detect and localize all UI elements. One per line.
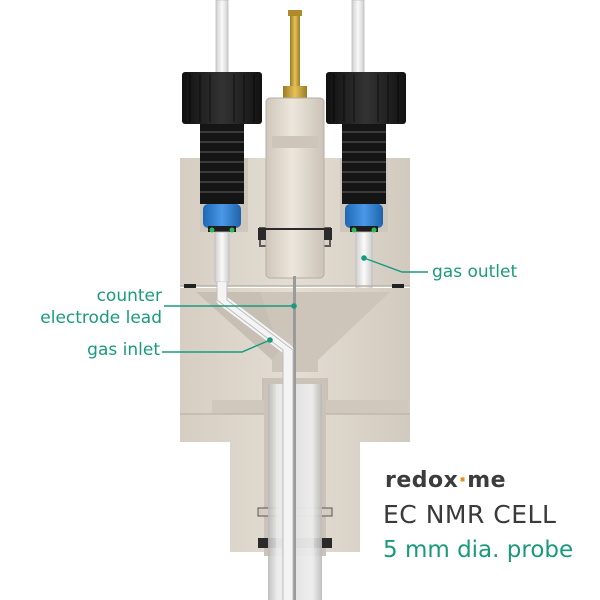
counter-lead-anchor [291,303,297,309]
gold-pin [290,12,300,98]
gas-inlet-tube-edge-2 [226,282,294,600]
counter-electrode-wire [293,276,296,600]
counter-label-line1: counter [96,286,162,306]
center-post-ring-inner [266,230,324,240]
center-post-neck [272,136,318,148]
left-wire-top [215,0,229,81]
gold-pin-tip [288,10,302,16]
right-seal-ring [350,226,378,232]
left-cap-ridges [189,74,255,122]
left-tube-upper [214,231,230,283]
gas-inlet-tube [216,282,294,600]
left-green-dot-r [229,227,235,233]
left-cap [182,72,262,124]
right-thread-ridges [342,131,386,193]
left-thread-ridges [200,131,244,193]
left-blue-seal [203,204,241,228]
right-cap-ridges [333,74,399,122]
left-seal-ring [208,226,236,232]
right-blue-seal [345,204,383,228]
right-green-dot-r [371,227,377,233]
gas-inlet-leader [162,339,271,353]
gas-outlet-label: gas outlet [432,262,518,282]
left-green-dot-l [209,227,215,233]
gas-inlet-anchor [267,337,273,343]
right-green-dot-l [351,227,357,233]
logo-text-start: redox [385,468,459,493]
gas-inlet-tube-edge [216,282,284,600]
center-post [265,97,325,279]
gas-inlet-label: gas inlet [87,340,160,360]
gas-outlet-anchor [361,255,367,261]
funnel-cavity-shade [196,292,280,360]
logo-text-end: me [467,468,507,493]
gold-pin-collar [283,86,307,100]
left-thread [200,124,244,204]
right-thread [342,124,386,204]
right-wire-top [351,0,365,81]
gas-outlet-leader [363,257,428,273]
logo-dot: · [458,468,468,493]
product-subtitle: 5 mm dia. probe [383,537,574,563]
parting-pad-right [392,284,404,289]
redoxme-logo: redox·me [385,468,506,493]
counter-label-line2: electrode lead [40,308,162,328]
parting-pad-left [184,284,196,289]
right-outlet-tube [355,231,373,291]
product-title: EC NMR CELL [383,500,557,529]
right-cap [326,72,406,124]
